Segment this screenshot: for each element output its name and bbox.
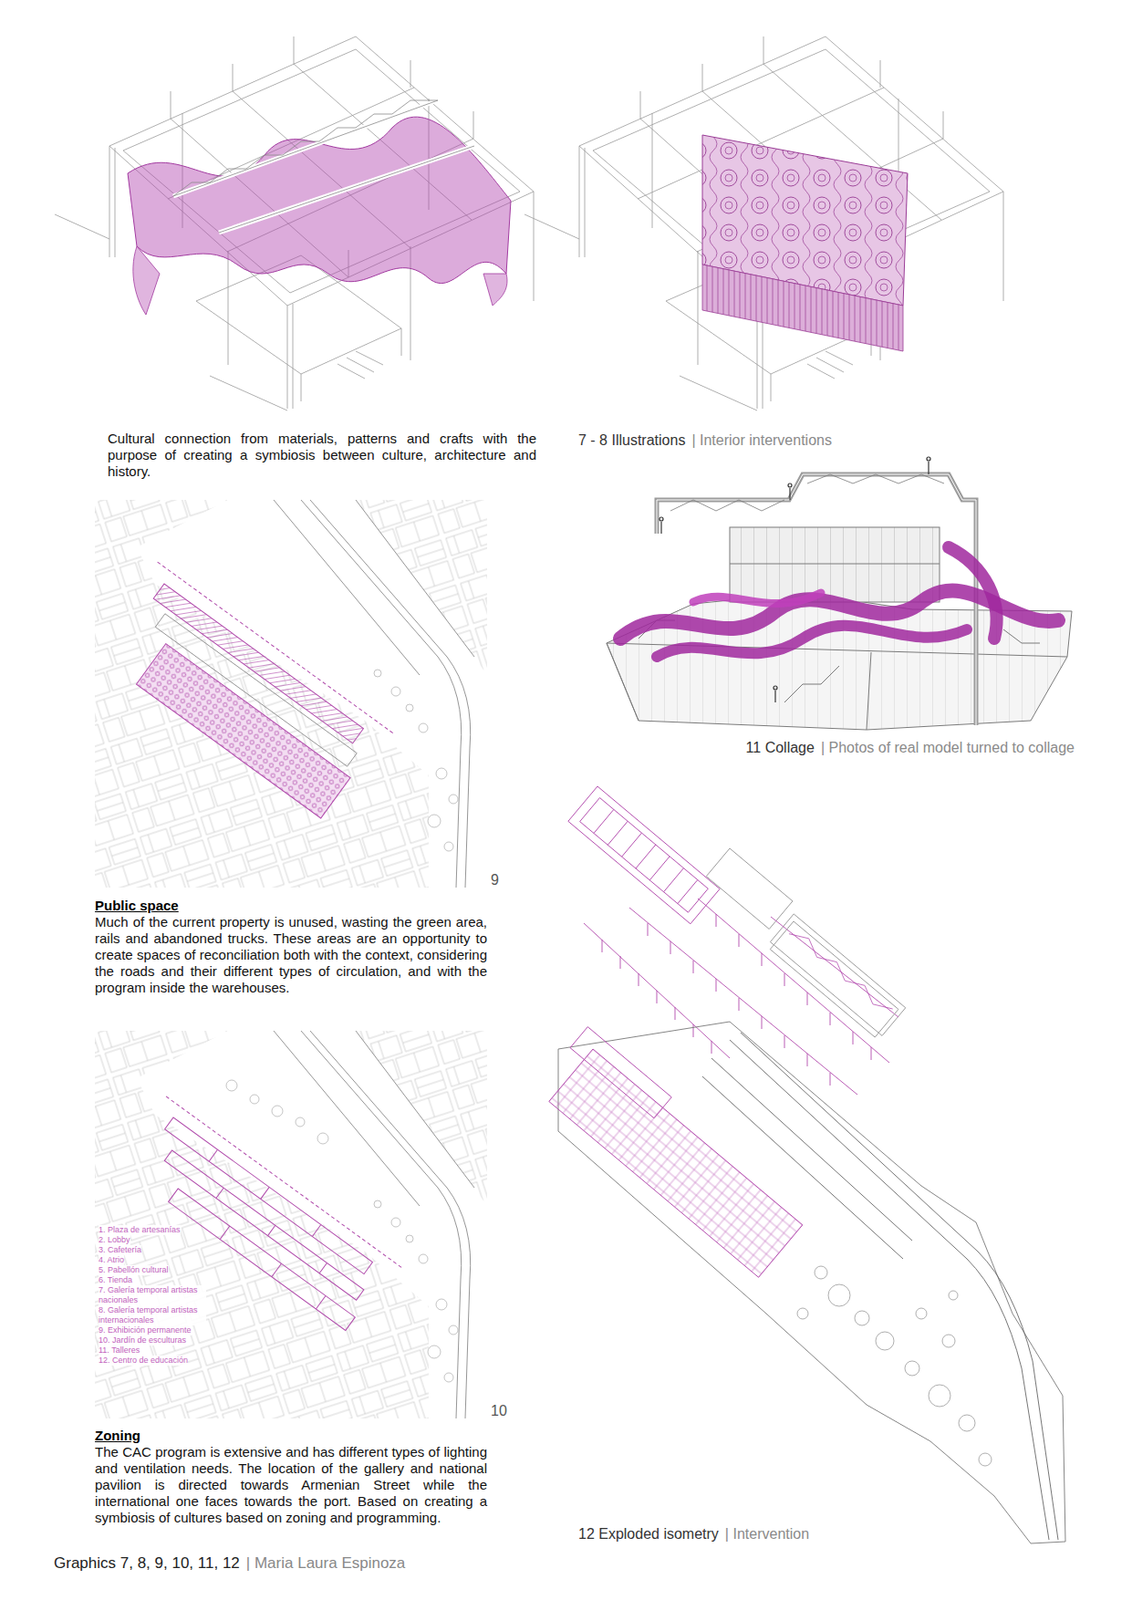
page-footer: Graphics 7, 8, 9, 10, 11, 12	[53, 1554, 240, 1573]
legend-item: 5. Pabellón cultural	[98, 1265, 169, 1276]
legend-item: 8. Galería temporal artistas internacion…	[98, 1305, 207, 1326]
legend-item: 11. Talleres	[98, 1345, 140, 1356]
legend-item: 3. Cafetería	[98, 1245, 142, 1256]
intro-text: Cultural connection from materials, patt…	[107, 430, 537, 480]
text-block: ZoningThe CAC program is extensive and h…	[94, 1427, 488, 1527]
page-footer-author: | Maria Laura Espinoza	[246, 1554, 406, 1573]
figure-subtitle: | Intervention	[725, 1526, 810, 1543]
legend-item: 10. Jardín de esculturas	[98, 1335, 187, 1346]
text-block: 10	[490, 1402, 508, 1420]
figure-title: 11 Collage	[746, 739, 815, 757]
text-block: 7 - 8 Illustrations | Interior interventi…	[578, 432, 832, 449]
figure-number: 10	[490, 1402, 508, 1420]
text-block: Public spaceMuch of the current property…	[94, 897, 488, 997]
figure-subtitle: | Photos of real model turned to collage	[820, 739, 1075, 757]
section-heading: Public space	[94, 897, 488, 914]
figure-title: 12 Exploded isometry	[578, 1526, 719, 1543]
legend-item: 2. Lobby	[98, 1235, 131, 1246]
text-block: Cultural connection from materials, patt…	[107, 430, 537, 480]
legend-item: 1. Plaza de artesanías	[98, 1225, 181, 1236]
figure-number: 9	[490, 872, 499, 889]
figure-title: 7 - 8 Illustrations	[578, 432, 686, 449]
text-block: 1. Plaza de artesanías2. Lobby3. Cafeter…	[98, 1225, 207, 1366]
text-block: 11 Collage | Photos of real model turned …	[746, 739, 1075, 757]
figure-subtitle: | Interior interventions	[691, 432, 832, 449]
legend-item: 7. Galería temporal artistas nacionales	[98, 1285, 207, 1306]
section-heading: Zoning	[94, 1427, 488, 1444]
text-block: 12 Exploded isometry | Intervention	[578, 1526, 810, 1543]
legend-item: 4. Atrio	[98, 1255, 125, 1266]
legend-item: 12. Centro de educación	[98, 1355, 188, 1366]
legend-item: 9. Exhibición permanente	[98, 1325, 192, 1336]
legend-item: 6. Tienda	[98, 1275, 133, 1286]
section-text: The CAC program is extensive and has dif…	[94, 1443, 488, 1527]
text-block: Graphics 7, 8, 9, 10, 11, 12 | Maria Laur…	[53, 1554, 406, 1573]
text-block: 9	[490, 872, 499, 889]
section-text: Much of the current property is unused, …	[94, 913, 488, 997]
